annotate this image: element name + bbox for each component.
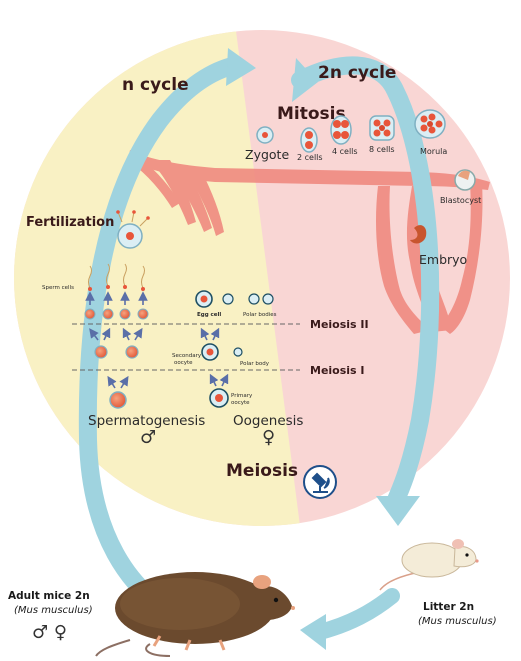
female-symbol: ♀ [262, 427, 275, 448]
primary-oocyte-label-1: Primary [231, 393, 253, 399]
egg-cell-label: Egg cell [197, 312, 221, 318]
litter-species-label: (Mus musculus) [418, 616, 497, 627]
2n-cycle-title: 2n cycle [318, 63, 396, 83]
sperm-cells-label: Sperm cells [42, 285, 74, 291]
blastocyst-label: Blastocyst [440, 196, 481, 205]
secondary-oocyte-label-2: oocyte [174, 360, 193, 366]
four-cells-label: 4 cells [332, 147, 358, 156]
litter-label: Litter 2n [423, 601, 474, 613]
male-symbol: ♂ [140, 427, 156, 448]
n-cycle-title: n cycle [122, 75, 189, 95]
eight-cells-label: 8 cells [369, 145, 395, 154]
zygote-label: Zygote [245, 147, 289, 162]
four-cell-embryo [331, 116, 351, 144]
primary-oocyte-label-2: oocyte [231, 400, 250, 406]
microscope-icon [304, 466, 336, 498]
adult-mice-label: Adult mice 2n [8, 590, 90, 602]
litter-to-adult-arrow [300, 596, 392, 650]
secondary-oocyte-label-1: Secondary [172, 353, 202, 359]
polar-body-label: Polar body [240, 361, 270, 367]
meiosis-title: Meiosis [226, 461, 298, 481]
embryo-label: Embryo [419, 252, 467, 267]
adult-species-label: (Mus musculus) [14, 605, 93, 616]
zygote-nucleus [262, 132, 268, 138]
fertilization-title: Fertilization [26, 215, 114, 230]
two-cells-label: 2 cells [297, 153, 323, 162]
morula-label: Morula [420, 147, 447, 156]
litter-mouse-illustration [380, 539, 479, 590]
meiosis-i-label: Meiosis I [310, 364, 365, 377]
adult-sex-symbols: ♂ ♀ [32, 622, 67, 643]
meiosis-ii-label: Meiosis II [310, 318, 369, 331]
polar-bodies-label: Polar bodies [243, 312, 277, 318]
